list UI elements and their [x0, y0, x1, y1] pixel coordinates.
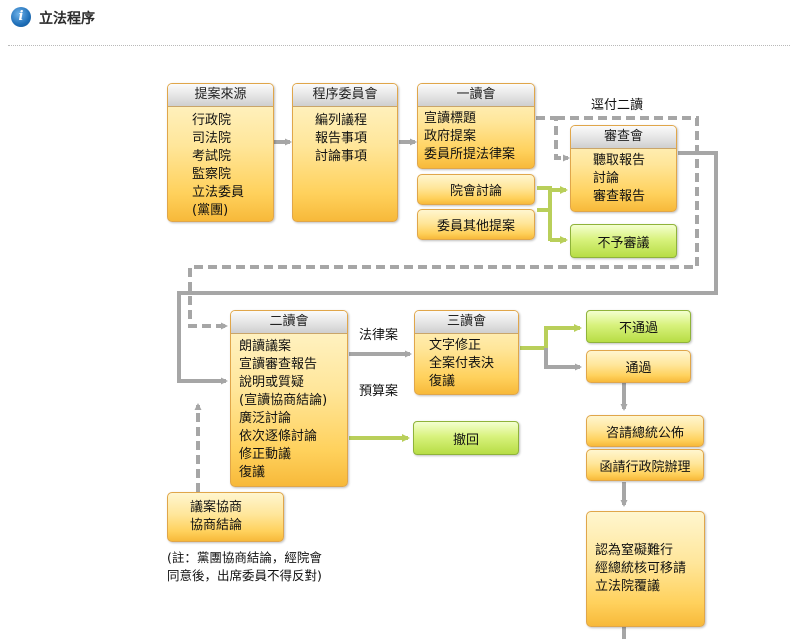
second-reading-item: 說明或質疑 — [239, 375, 305, 390]
negotiation-item: 議案協商 — [190, 500, 243, 515]
second-reading-box: 二讀會 朗讀議案 宣讀審查報告 說明或質疑 (宣讀協商結論) 廣泛討論 依次逐條… — [230, 310, 348, 487]
difficult-item: 立法院覆議 — [595, 579, 661, 594]
second-reading-item: 廣泛討論 — [239, 411, 292, 426]
fail-label: 不通過 — [618, 321, 658, 336]
proposal-source-title: 提案來源 — [168, 84, 273, 107]
second-reading-item: 復議 — [239, 465, 266, 480]
procedure-committee-title: 程序委員會 — [293, 84, 397, 107]
second-reading-item: (宣讀協商結論) — [239, 393, 328, 408]
review-item: 討論 — [593, 171, 620, 186]
no-review-box: 不予審議 — [570, 224, 677, 258]
note-line: 同意後，出席委員不得反對) — [167, 568, 322, 583]
other-proposal-box: 委員其他提案 — [417, 209, 535, 240]
committee-item: 討論事項 — [315, 149, 368, 164]
source-item: (黨團) — [192, 203, 229, 218]
difficult-item: 認為窒礙難行 — [595, 543, 674, 558]
first-reading-item: 委員所提法律案 — [424, 147, 516, 162]
source-item: 考試院 — [192, 149, 232, 164]
negotiation-note: (註：黨團協商結論，經院會 同意後，出席委員不得反對) — [167, 549, 322, 585]
review-item: 審查報告 — [593, 189, 646, 204]
executive-label: 函請行政院辦理 — [599, 459, 691, 475]
arrow-third-to-fail — [520, 324, 582, 350]
review-meeting-box: 審查會 聽取報告 討論 審查報告 — [570, 125, 677, 212]
first-reading-title: 一讀會 — [418, 84, 534, 107]
dashed-first-to-review — [536, 116, 570, 162]
second-reading-item: 依次逐條討論 — [239, 429, 318, 444]
first-reading-item: 政府提案 — [424, 129, 477, 144]
plenary-discussion-label: 院會討論 — [449, 184, 502, 199]
committee-item: 報告事項 — [315, 131, 368, 146]
dashed-loop-to-second — [188, 116, 699, 330]
difficult-item: 經總統核可移請 — [595, 561, 687, 576]
source-item: 立法委員 — [192, 185, 245, 200]
second-reading-item: 修正動議 — [239, 447, 292, 462]
source-item: 行政院 — [192, 113, 232, 128]
review-meeting-title: 審查會 — [571, 126, 676, 149]
budget-bill-label: 預算案 — [359, 384, 399, 399]
first-reading-box: 一讀會 宣讀標題 政府提案 委員所提法律案 — [417, 83, 535, 169]
promulgate-label: 咨請總統公佈 — [605, 425, 684, 441]
withdraw-box: 撤回 — [413, 421, 519, 455]
proposal-source-box: 提案來源 行政院 司法院 考試院 監察院 立法委員 (黨團) — [167, 83, 274, 222]
negotiation-box: 議案協商 協商結論 — [167, 492, 284, 542]
arrow-review-to-second — [177, 151, 718, 385]
page-header: i 立法程序 — [0, 0, 796, 46]
third-reading-item: 文字修正 — [429, 338, 482, 353]
third-reading-item: 全案付表決 — [429, 356, 495, 371]
info-icon: i — [11, 7, 31, 27]
promulgate-box: 咨請總統公佈 — [586, 415, 704, 447]
fail-box: 不通過 — [586, 310, 691, 343]
note-line: (註：黨團協商結論，經院會 — [167, 550, 322, 565]
executive-box: 函請行政院辦理 — [586, 449, 704, 481]
second-reading-item: 宣讀審查報告 — [239, 357, 318, 372]
source-item: 司法院 — [192, 131, 232, 146]
law-bill-label: 法律案 — [359, 328, 399, 343]
procedure-committee-box: 程序委員會 編列議程 報告事項 討論事項 — [292, 83, 398, 222]
committee-item: 編列議程 — [315, 113, 368, 128]
plenary-discussion-box: 院會討論 — [417, 174, 535, 205]
send-second-reading-label: 逕付二讀 — [591, 98, 644, 113]
third-reading-title: 三讀會 — [415, 311, 518, 334]
second-reading-item: 朗讀議案 — [239, 339, 292, 354]
third-reading-item: 復議 — [429, 374, 456, 389]
arrow-third-to-pass — [544, 348, 582, 371]
third-reading-box: 三讀會 文字修正 全案付表決 復議 — [414, 310, 519, 395]
pass-box: 通過 — [586, 350, 691, 383]
withdraw-label: 撤回 — [452, 432, 479, 448]
other-proposal-label: 委員其他提案 — [436, 219, 515, 234]
page-title: 立法程序 — [39, 11, 95, 27]
difficult-box: 認為窒礙難行 經總統核可移請 立法院覆議 — [586, 511, 705, 627]
second-reading-title: 二讀會 — [231, 311, 347, 334]
first-reading-item: 宣讀標題 — [424, 111, 477, 126]
no-review-label: 不予審議 — [597, 235, 650, 251]
header-divider — [8, 45, 790, 46]
pass-label: 通過 — [625, 361, 652, 376]
negotiation-item: 協商結論 — [190, 518, 243, 533]
source-item: 監察院 — [192, 167, 232, 182]
review-item: 聽取報告 — [593, 153, 646, 168]
